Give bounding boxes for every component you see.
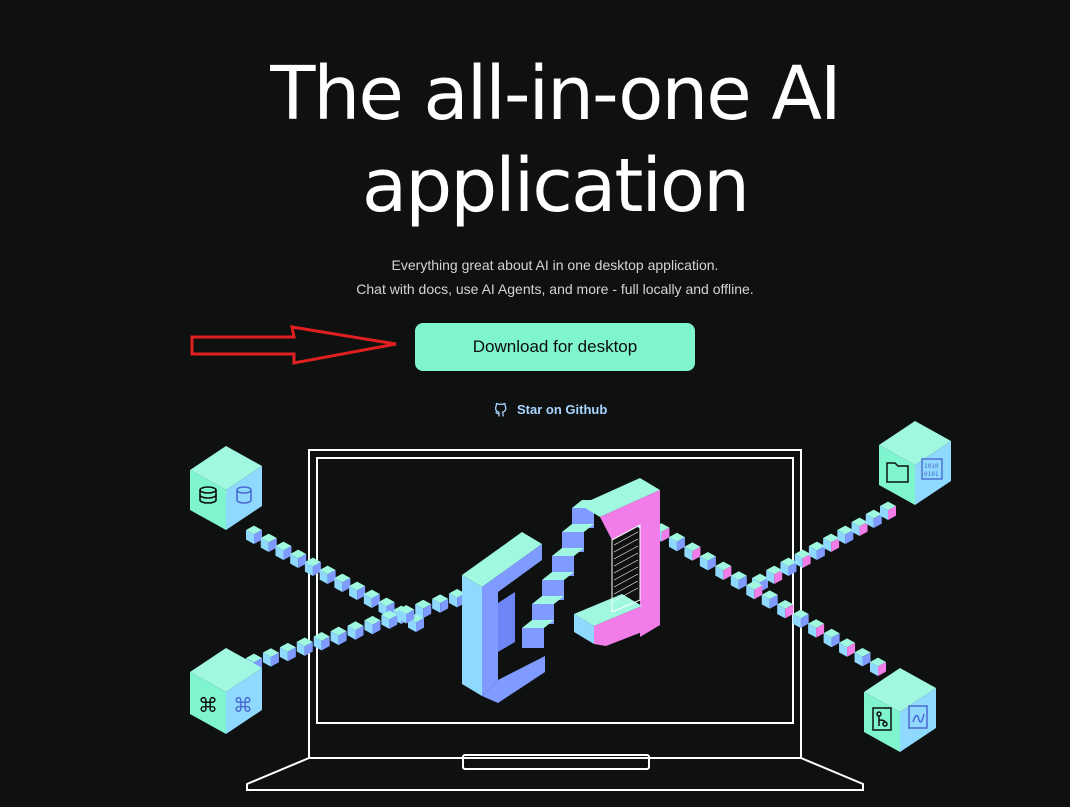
binary-file-icon: 1010 0101 bbox=[921, 458, 943, 480]
database-cube bbox=[190, 446, 262, 530]
download-for-desktop-button[interactable]: Download for desktop bbox=[415, 323, 695, 371]
hero-title: The all-in-one AI application bbox=[0, 48, 1070, 232]
svg-text:1010: 1010 bbox=[924, 463, 939, 470]
git-branch-icon bbox=[872, 707, 892, 731]
hero-title-line-2: application bbox=[361, 143, 750, 229]
connector-chain-bottom-right bbox=[638, 513, 886, 676]
laptop-icon bbox=[246, 449, 864, 791]
star-on-github-label: Star on Github bbox=[517, 401, 608, 417]
folder-icon bbox=[886, 462, 909, 483]
command-cube: ⌘ ⌘ bbox=[190, 648, 262, 734]
hero-subtitle-line-1: Everything great about AI in one desktop… bbox=[391, 257, 719, 273]
star-on-github-link[interactable]: Star on Github bbox=[493, 398, 607, 420]
files-cube: 1010 0101 bbox=[879, 421, 951, 505]
svg-text:0101: 0101 bbox=[924, 471, 939, 478]
hero-subtitle-line-2: Chat with docs, use AI Agents, and more … bbox=[356, 281, 754, 297]
hero-title-line-1: The all-in-one AI bbox=[270, 51, 842, 137]
database-icon bbox=[199, 486, 217, 504]
svg-text:⌘: ⌘ bbox=[233, 693, 253, 717]
connector-chain-top-left bbox=[246, 525, 424, 632]
red-arrow-icon bbox=[190, 325, 397, 365]
pdf-file-icon bbox=[908, 705, 928, 729]
connector-chain-top-right bbox=[752, 501, 896, 592]
docs-cube bbox=[864, 668, 936, 752]
anythingllm-logo-icon bbox=[462, 478, 660, 703]
github-icon bbox=[494, 402, 507, 417]
command-icon: ⌘ bbox=[198, 693, 218, 717]
